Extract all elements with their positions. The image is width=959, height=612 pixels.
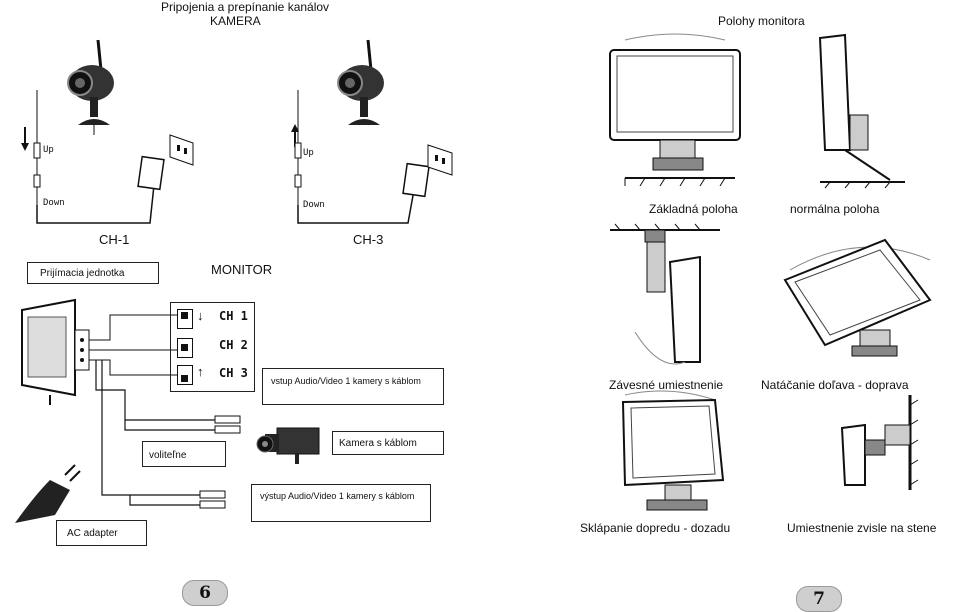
switch-label-ch1: CH 1: [219, 309, 248, 323]
camera-3-illustration: [291, 39, 453, 224]
page-number-left-text: 6: [199, 583, 211, 603]
switch-ch2[interactable]: [177, 338, 193, 358]
camera-cable-box: Kamera s káblom: [332, 431, 444, 455]
up-label-3: Up: [303, 148, 314, 158]
page-number-left: 6: [182, 580, 228, 606]
title-monitor-positions: Polohy monitora: [718, 14, 805, 28]
tilt-illustration: [621, 390, 725, 511]
switch-ch1[interactable]: [177, 309, 193, 329]
hanging-mount-illustration: [610, 223, 720, 365]
wall-mount-label: Umiestnenie zvisle na stene: [787, 521, 937, 535]
page-number-right-text: 7: [813, 589, 825, 609]
rotate-label: Natáčanie doľava - doprava: [761, 378, 909, 392]
page-number-right: 7: [796, 586, 842, 612]
title-line-1: Pripojenia a prepínanie kanálov: [160, 0, 330, 14]
wired-camera-icon: [256, 427, 320, 464]
normal-position-label: normálna poloha: [790, 202, 880, 216]
normal-position-illustration: [818, 33, 905, 189]
optional-label: voliteľne: [149, 450, 187, 461]
title-connections: Pripojenia a prepínanie kanálov KAMERA: [145, 0, 345, 28]
switch-ch3[interactable]: [177, 365, 193, 385]
switch-label-ch2: CH 2: [219, 338, 248, 352]
ch3-label: CH-3: [353, 232, 384, 247]
rotate-illustration: [783, 238, 932, 357]
camera-1-illustration: [21, 39, 194, 224]
receiver-label-box: Prijímacia jednotka: [27, 262, 159, 284]
ch1-arrow-icon: ↓: [197, 308, 204, 323]
ac-adapter-label: AC adapter: [67, 528, 118, 539]
output-cable-box: výstup Audio/Video 1 kamery s káblom: [251, 484, 431, 522]
optional-box: voliteľne: [142, 441, 226, 467]
wall-mount-illustration: [840, 395, 919, 490]
camera-cable-label: Kamera s káblom: [339, 438, 417, 449]
monitor-label: MONITOR: [211, 262, 273, 277]
hanging-mount-label: Závesné umiestnenie: [609, 378, 724, 392]
receiver-label: Prijímacia jednotka: [40, 268, 125, 279]
tilt-label: Sklápanie dopredu - dozadu: [580, 521, 731, 535]
ch1-label: CH-1: [99, 232, 130, 247]
switch-label-ch3: CH 3: [219, 366, 248, 380]
title-line-2: KAMERA: [210, 14, 261, 28]
down-label-1: Down: [43, 198, 65, 208]
input-cable-label: vstup Audio/Video 1 kamery s káblom: [271, 376, 421, 386]
receiver-diagram: [15, 298, 241, 523]
down-label-3: Down: [303, 200, 325, 210]
output-cable-label: výstup Audio/Video 1 kamery s káblom: [260, 491, 415, 501]
base-position-illustration: [609, 33, 741, 187]
input-cable-box: vstup Audio/Video 1 kamery s káblom: [262, 368, 444, 405]
up-label-1: Up: [43, 145, 54, 155]
ac-adapter-box: AC adapter: [56, 520, 147, 546]
channel-switch-panel: ↓ CH 1 CH 2 ↑ CH 3: [170, 302, 255, 392]
ch3-arrow-icon: ↑: [197, 364, 204, 379]
base-position-label: Základná poloha: [649, 202, 738, 216]
